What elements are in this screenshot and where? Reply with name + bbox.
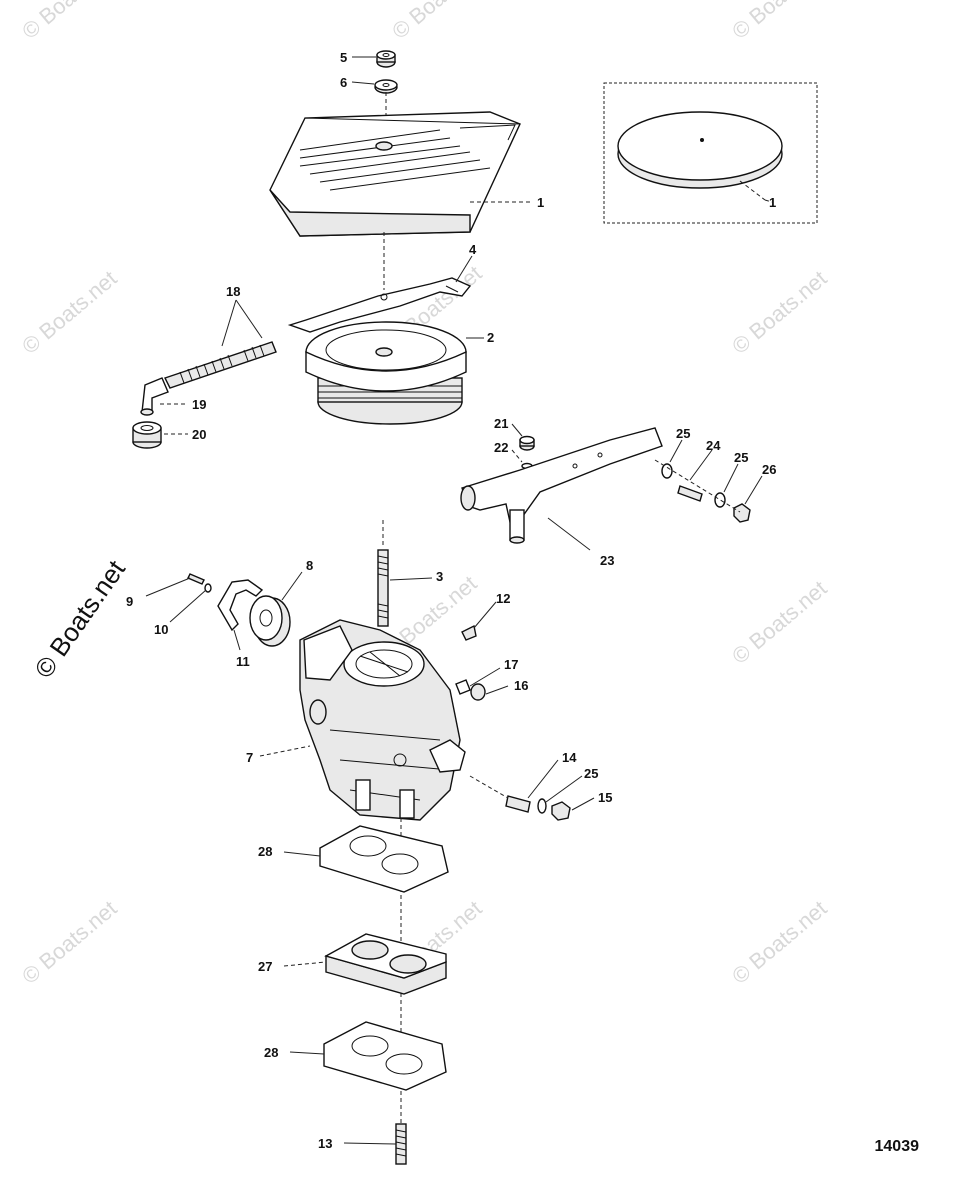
watermark: © Boats.net xyxy=(727,266,831,359)
stud-part-3 xyxy=(377,549,389,627)
callout-20: 20 xyxy=(192,427,206,442)
linkage-arm-part-23 xyxy=(460,427,663,544)
bracket-part-4 xyxy=(287,277,472,333)
nut-part-15 xyxy=(551,801,571,821)
callout-3: 3 xyxy=(436,569,443,584)
callout-9: 9 xyxy=(126,594,133,609)
washer-part-6 xyxy=(374,79,398,94)
callout-4: 4 xyxy=(469,242,477,257)
watermark: © Boats.net xyxy=(727,896,831,989)
watermark: © Boats.net xyxy=(17,0,121,44)
hose-part-18 xyxy=(164,341,277,389)
watermark: © Boats.net xyxy=(387,0,491,44)
callout-22: 22 xyxy=(494,440,508,455)
grommet-part-20 xyxy=(132,421,162,449)
washer-part-25-b xyxy=(714,492,726,508)
callout-25-lower: 25 xyxy=(584,766,598,781)
screw-part-9 xyxy=(187,573,205,585)
callout-25-top: 25 xyxy=(676,426,690,441)
callout-24: 24 xyxy=(706,438,721,453)
stud-part-13 xyxy=(395,1123,407,1165)
callout-5: 5 xyxy=(340,50,347,65)
callout-25-right: 25 xyxy=(734,450,748,465)
callout-8: 8 xyxy=(306,558,313,573)
watermark: © Boats.net xyxy=(17,266,121,359)
callout-14: 14 xyxy=(562,750,577,765)
air-filter-element-part-2 xyxy=(305,321,467,425)
watermark: © Boats.net xyxy=(727,0,831,44)
gasket-part-28-lower xyxy=(323,1021,447,1091)
nut-part-5 xyxy=(376,50,396,68)
callout-28-upper: 28 xyxy=(258,844,272,859)
diaphragm-part-8 xyxy=(249,595,291,647)
callout-27: 27 xyxy=(258,959,272,974)
callout-13: 13 xyxy=(318,1136,332,1151)
callout-10: 10 xyxy=(154,622,168,637)
callout-1-inset: 1 xyxy=(769,195,776,210)
inset-frame xyxy=(603,82,818,224)
callout-6: 6 xyxy=(340,75,347,90)
callout-19: 19 xyxy=(192,397,206,412)
callout-26: 26 xyxy=(762,462,776,477)
nut-part-21 xyxy=(519,435,535,451)
washer-part-25-a xyxy=(661,463,673,479)
fitting-part-12 xyxy=(461,624,477,641)
callout-12: 12 xyxy=(496,591,510,606)
callout-16: 16 xyxy=(514,678,528,693)
nut-part-26 xyxy=(733,503,751,523)
figure-number: 14039 xyxy=(874,1138,920,1155)
elbow-part-19 xyxy=(140,377,169,416)
callout-11: 11 xyxy=(236,654,250,669)
stud-part-24 xyxy=(677,485,703,502)
carburetor-part-7 xyxy=(299,619,466,821)
callout-23: 23 xyxy=(600,553,614,568)
bracket-part-11 xyxy=(217,579,264,632)
callout-labels: 5 6 1 1 4 18 2 19 20 21 22 25 24 25 26 2… xyxy=(126,50,776,1151)
stud-part-14 xyxy=(505,795,531,813)
watermark-side: © Boats.net xyxy=(28,554,131,683)
callout-2: 2 xyxy=(487,330,494,345)
callout-15: 15 xyxy=(598,790,612,805)
callout-18: 18 xyxy=(226,284,240,299)
callout-17: 17 xyxy=(504,657,518,672)
watermark: © Boats.net xyxy=(727,576,831,669)
callout-1: 1 xyxy=(537,195,544,210)
washer-part-25-c xyxy=(537,798,547,814)
callout-21: 21 xyxy=(494,416,508,431)
spacer-part-27 xyxy=(324,933,447,995)
air-cleaner-cover-part-1 xyxy=(269,111,521,237)
gasket-part-28-upper xyxy=(319,825,449,893)
fitting-part-16 xyxy=(470,683,486,701)
leader-lines xyxy=(145,56,773,1145)
callout-28-lower: 28 xyxy=(264,1045,278,1060)
clip-part-17 xyxy=(455,679,471,695)
callout-7: 7 xyxy=(246,750,253,765)
watermark: © Boats.net xyxy=(17,896,121,989)
washer-part-10 xyxy=(204,583,212,593)
